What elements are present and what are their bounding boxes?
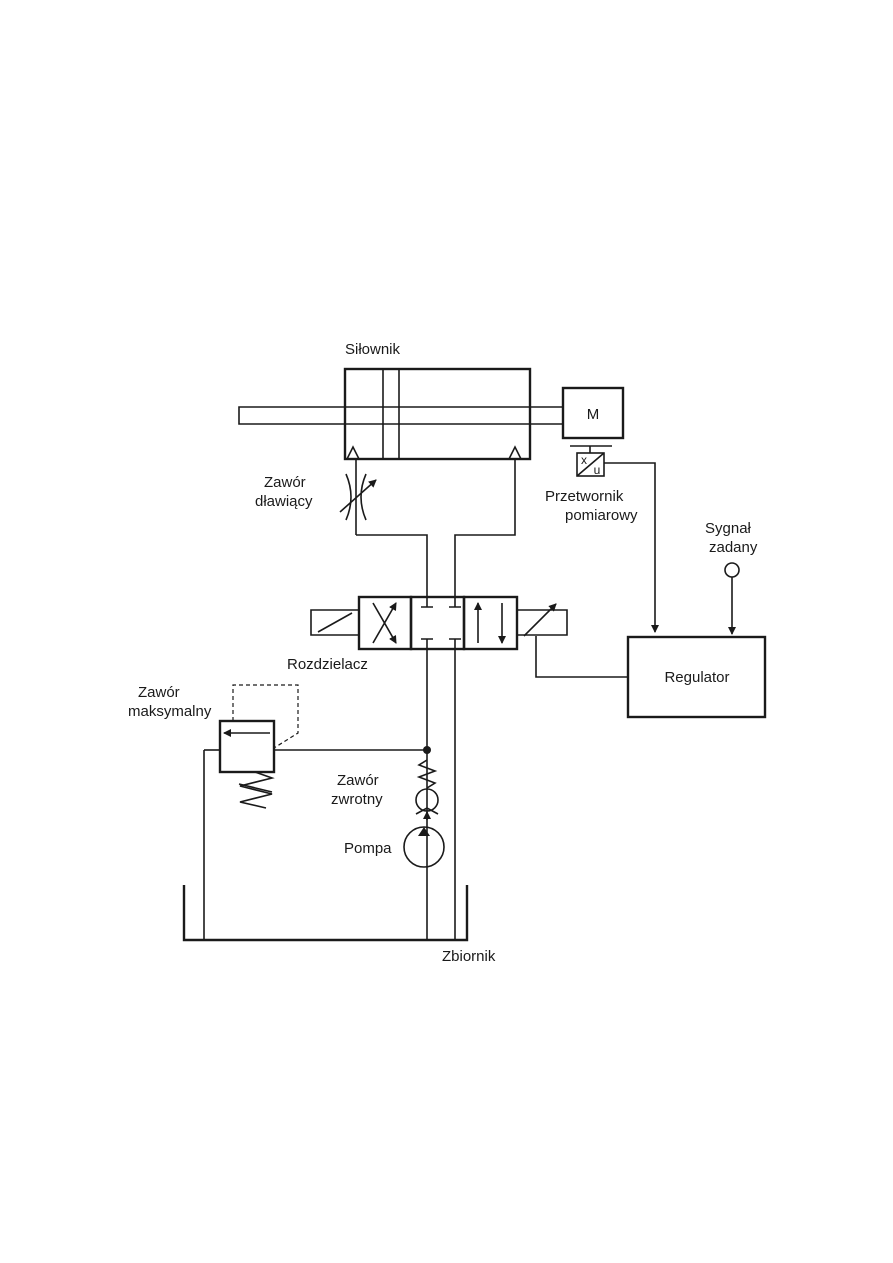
cylinder-body — [343, 367, 532, 461]
label-valve: Rozdzielacz — [287, 656, 368, 673]
regulator: Regulator — [626, 635, 767, 719]
throttle-arc-right — [360, 473, 367, 521]
label-setpoint-1: Sygnał — [705, 520, 752, 537]
relief-spring — [239, 771, 275, 809]
setpoint — [724, 562, 740, 635]
throttle-adjust-arrow — [339, 479, 377, 513]
valve-box-center — [409, 595, 466, 651]
regulator-label: Regulator — [664, 669, 729, 686]
label-transducer-2: pomiarowy — [565, 507, 638, 524]
valve-actuator-right — [517, 609, 568, 636]
relief-valve-box — [218, 719, 276, 774]
control-line — [535, 636, 628, 678]
label-cylinder: Siłownik — [345, 341, 401, 358]
directional-valve — [310, 595, 568, 651]
valve-center-block-3 — [421, 638, 433, 649]
port-right — [508, 445, 522, 460]
motor: M — [561, 386, 625, 453]
relief-spring-adjust — [238, 783, 273, 793]
tank — [182, 885, 469, 942]
transducer-x: x — [581, 453, 587, 467]
regulator-box — [626, 635, 767, 719]
valve-left-arrow-2 — [372, 602, 397, 644]
check-spring — [416, 759, 438, 789]
check-valve — [415, 759, 439, 820]
piston-rod-left — [238, 406, 345, 425]
motor-label: M — [587, 406, 600, 423]
label-relief-1: Zawór — [138, 684, 180, 701]
port-left — [346, 445, 360, 460]
line-port-a — [356, 534, 428, 598]
valve-center-block-4 — [449, 638, 461, 649]
label-relief-2: maksymalny — [128, 703, 212, 720]
valve-center-block-2 — [449, 597, 461, 608]
label-throttle-1: Zawór — [264, 474, 306, 491]
transducer: x u — [576, 452, 659, 633]
valve-actuator-left-diag — [317, 612, 353, 633]
pump-triangle — [418, 827, 430, 836]
line-port-b — [454, 459, 516, 598]
motor-box — [561, 386, 625, 440]
label-transducer-1: Przetwornik — [545, 488, 624, 505]
label-tank: Zbiornik — [442, 948, 496, 965]
label-check-2: zwrotny — [331, 791, 383, 808]
transducer-signal-line — [604, 462, 659, 633]
valve-actuator-right-arrow — [523, 603, 557, 637]
label-check-1: Zawór — [337, 772, 379, 789]
transducer-box — [576, 452, 605, 477]
valve-center-block-1 — [421, 597, 433, 608]
cylinder — [238, 367, 563, 461]
transducer-diagonal — [576, 452, 605, 477]
throttle-valve — [339, 459, 377, 535]
piston-rod-right — [530, 406, 563, 425]
valve-box-right — [462, 595, 519, 651]
label-setpoint-2: zadany — [709, 539, 758, 556]
transducer-u: u — [594, 463, 601, 477]
throttle-arc-left — [345, 473, 352, 521]
piston — [382, 368, 400, 460]
setpoint-circle — [724, 562, 740, 578]
check-seat — [415, 807, 439, 815]
label-throttle-2: dławiący — [255, 493, 313, 510]
relief-pilot-line — [232, 684, 299, 749]
label-pump: Pompa — [344, 840, 392, 857]
valve-actuator-left — [310, 609, 359, 636]
relief-valve — [203, 684, 299, 940]
pump — [403, 826, 445, 868]
